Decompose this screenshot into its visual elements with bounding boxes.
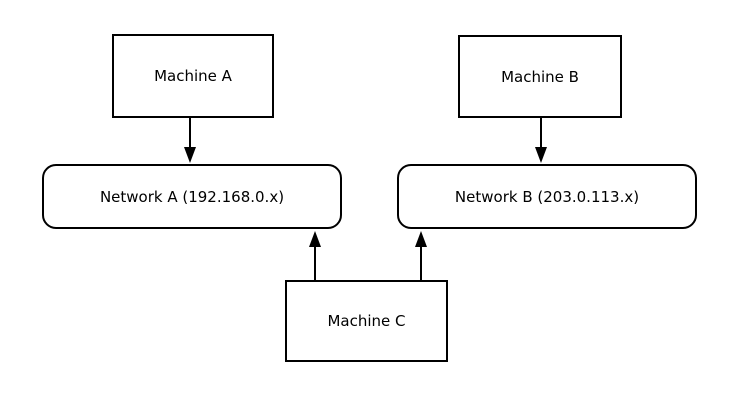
node-machine-a: Machine A (112, 34, 274, 118)
arrowhead-down-icon (184, 147, 196, 163)
node-machine-a-label: Machine A (154, 67, 232, 85)
node-machine-c: Machine C (285, 280, 448, 362)
node-machine-b-label: Machine B (501, 67, 579, 86)
node-network-a: Network A (192.168.0.x) (42, 164, 342, 229)
node-machine-b: Machine B (458, 35, 622, 118)
edge-machine-b-to-network-b (535, 118, 547, 163)
arrowhead-down-icon (535, 147, 547, 163)
edge-machine-a-to-network-a (184, 118, 196, 163)
edge-machine-c-to-network-a (309, 231, 321, 280)
node-network-b: Network B (203.0.113.x) (397, 164, 697, 229)
node-machine-c-label: Machine C (327, 312, 406, 330)
node-network-b-label: Network B (203.0.113.x) (454, 187, 640, 206)
edge-machine-c-to-network-b (415, 231, 427, 280)
arrowhead-up-icon (309, 231, 321, 247)
arrowhead-up-icon (415, 231, 427, 247)
node-network-a-label: Network A (192.168.0.x) (99, 187, 285, 206)
